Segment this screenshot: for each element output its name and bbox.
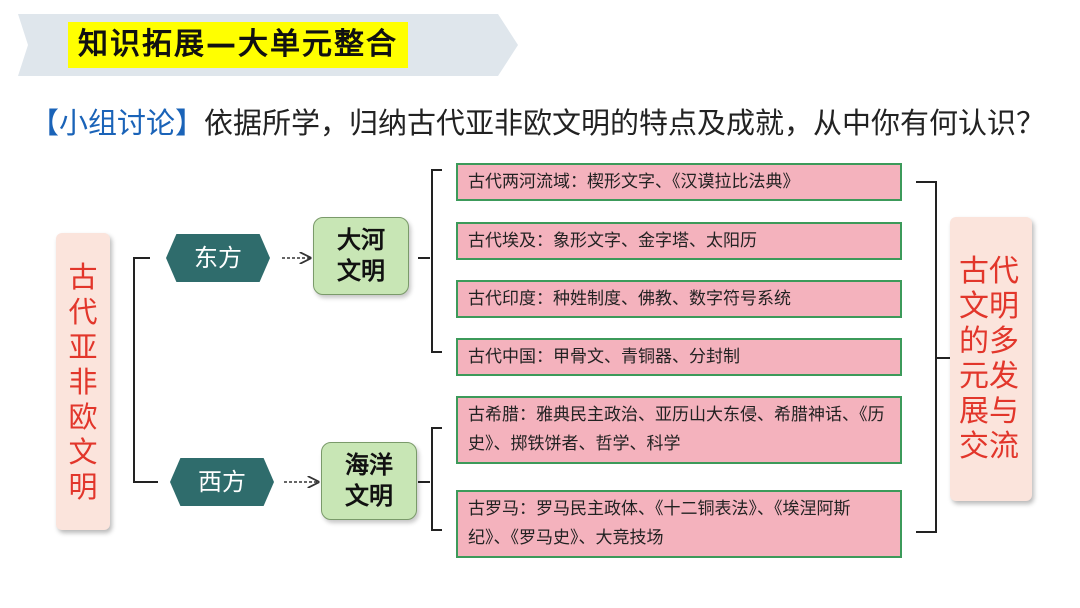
item-mesopotamia: 古代两河流域：楔形文字、《汉谟拉比法典》 bbox=[456, 163, 902, 201]
prompt-text: 依据所学，归纳古代亚非欧文明的特点及成就，从中你有何认识？ bbox=[204, 106, 1046, 140]
conclusion-label: 古代文明的多元发展与交流 bbox=[959, 254, 1019, 464]
item-rome: 古罗马：罗马民主政体、《十二铜表法》、《埃涅阿斯纪》、《罗马史》、大竞技场 bbox=[456, 490, 902, 558]
river-civilization-node: 大河文明 bbox=[313, 217, 409, 295]
prompt-tag: 【小组讨论】 bbox=[30, 106, 205, 140]
east-bracket bbox=[418, 169, 442, 353]
item-india: 古代印度：种姓制度、佛教、数字符号系统 bbox=[456, 280, 902, 318]
page-title: 知识拓展—大单元整合 bbox=[68, 22, 408, 68]
item-greece: 古希腊：雅典民主政治、亚历山大东侵、希腊神话、《历史》、掷铁饼者、哲学、科学 bbox=[456, 396, 902, 464]
root-topic-label: 古代亚非欧文明 bbox=[68, 260, 98, 504]
discussion-prompt: 【小组讨论】依据所学，归纳古代亚非欧文明的特点及成就，从中你有何认识？ bbox=[30, 92, 1060, 155]
west-region-node: 西方 bbox=[170, 458, 274, 506]
west-bracket bbox=[418, 427, 442, 531]
ocean-civilization-node: 海洋文明 bbox=[321, 442, 417, 520]
item-egypt: 古代埃及：象形文字、金字塔、太阳历 bbox=[456, 222, 902, 260]
east-region-node: 东方 bbox=[166, 234, 270, 282]
root-topic-box: 古代亚非欧文明 bbox=[56, 233, 110, 530]
item-china: 古代中国：甲骨文、青铜器、分封制 bbox=[456, 338, 902, 376]
river-civilization-label: 大河文明 bbox=[337, 226, 385, 285]
root-bracket bbox=[133, 257, 158, 483]
ocean-civilization-label: 海洋文明 bbox=[345, 451, 393, 510]
conclusion-box: 古代文明的多元发展与交流 bbox=[950, 217, 1032, 501]
conclusion-bracket bbox=[916, 181, 950, 533]
